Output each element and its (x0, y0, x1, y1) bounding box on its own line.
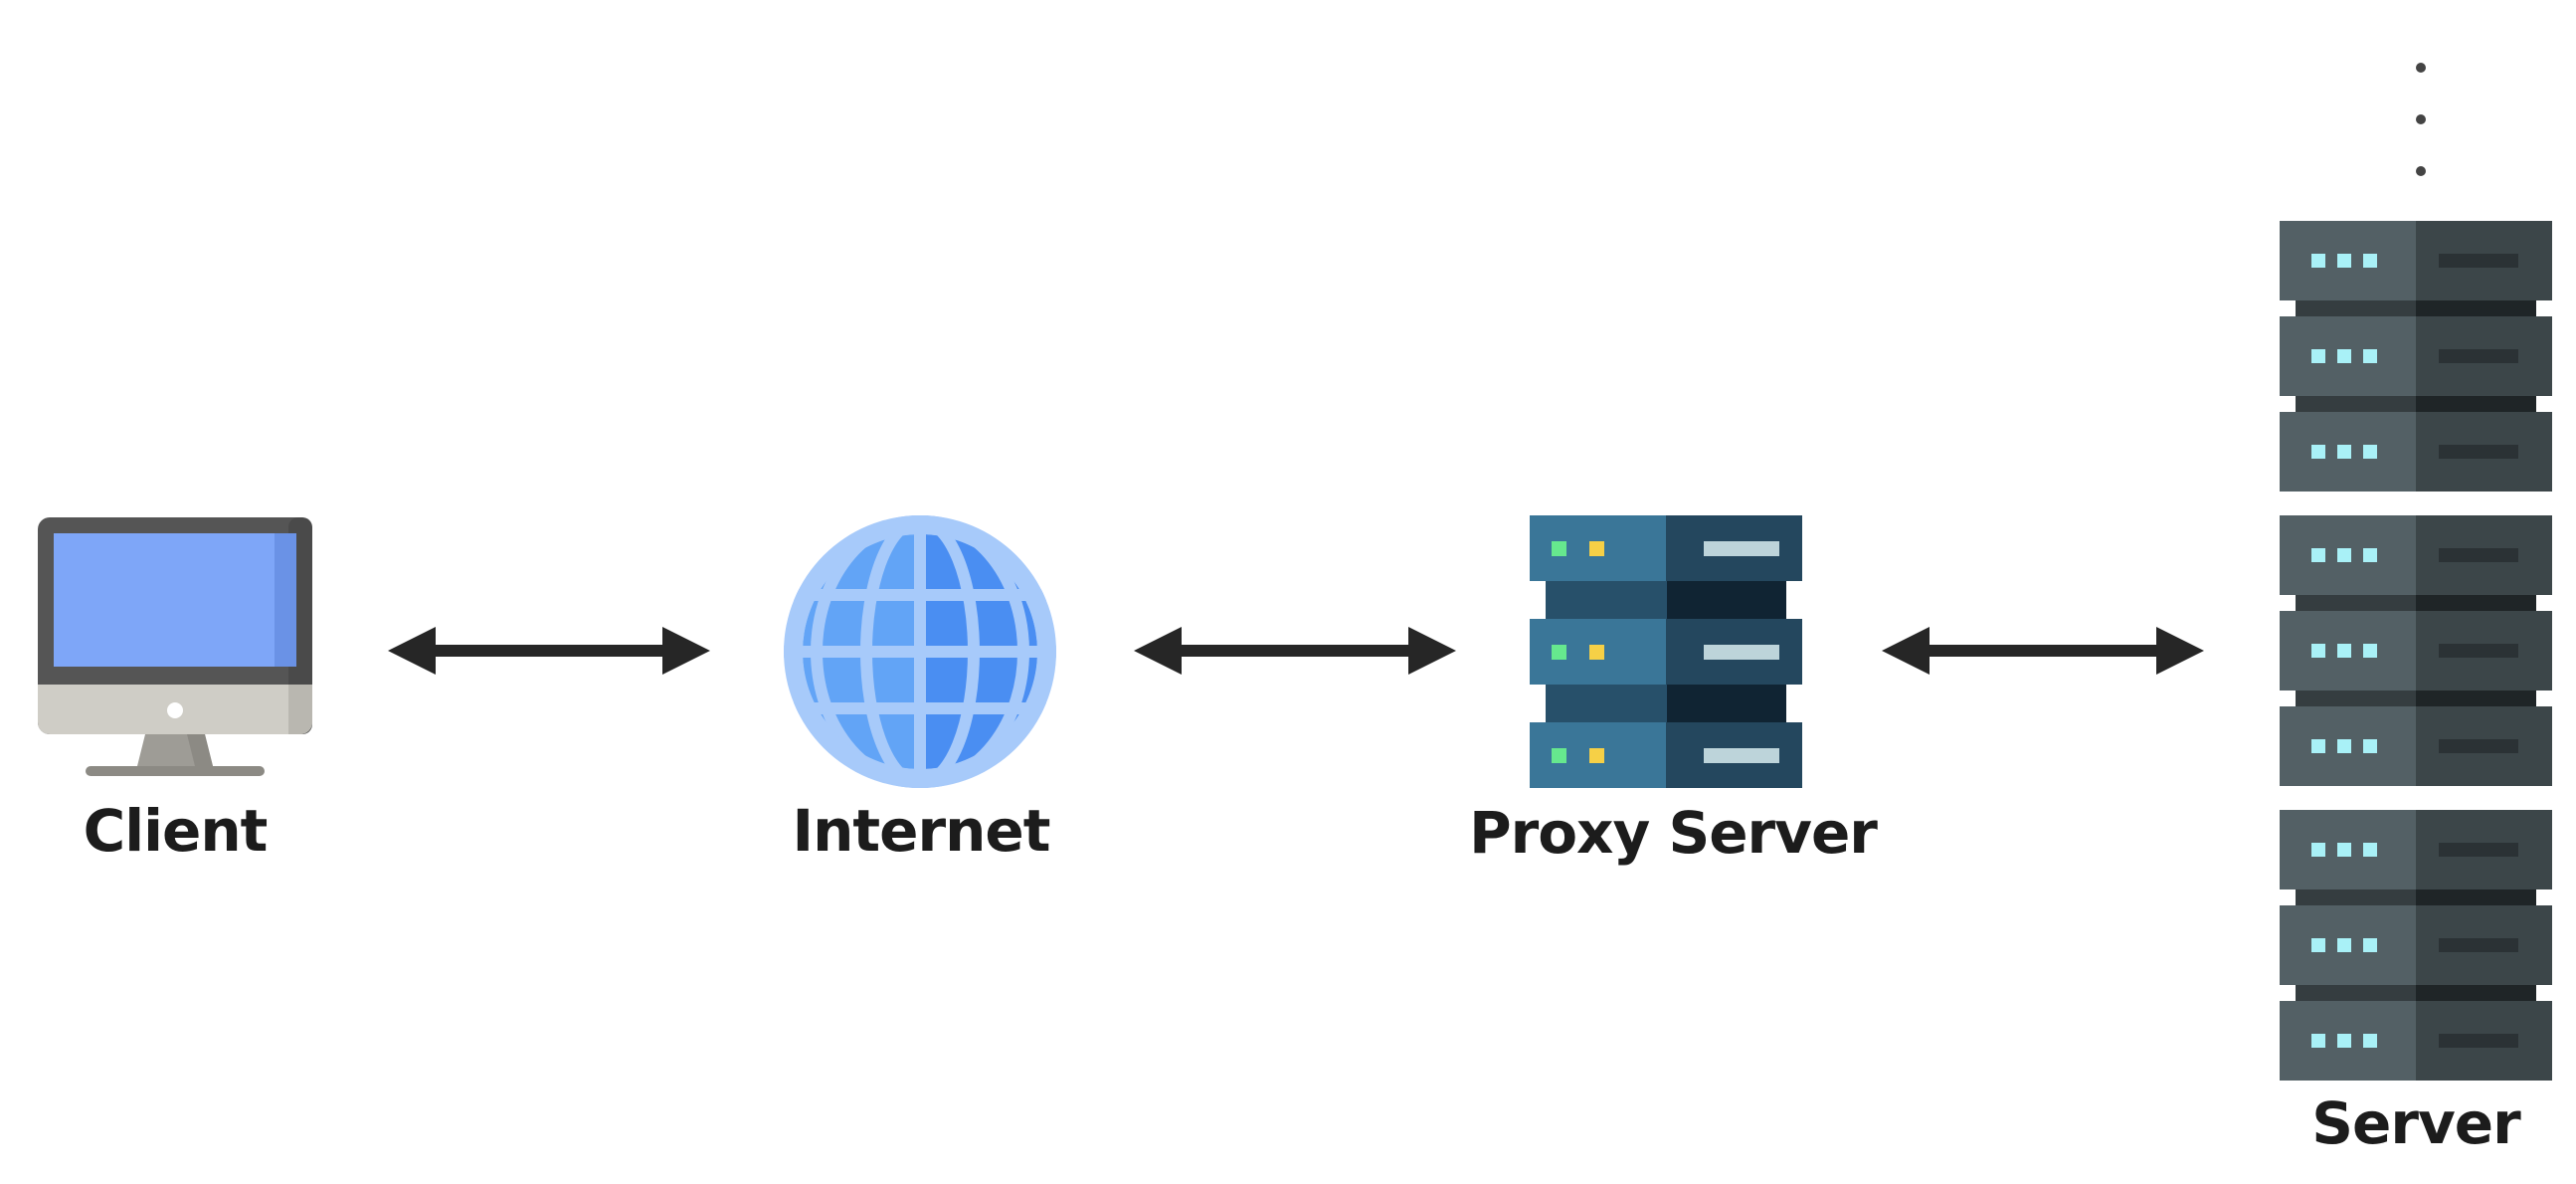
arrow-internet-proxy (1134, 623, 1456, 679)
server-node (2280, 221, 2552, 1086)
client-label: Client (83, 797, 269, 865)
client-node (38, 517, 312, 786)
desktop-monitor-icon (38, 517, 312, 776)
internet-node (784, 515, 1056, 788)
server-rack-1 (2280, 221, 2552, 492)
bidirectional-arrow-icon (388, 627, 710, 675)
server-rack-3 (2280, 810, 2552, 1081)
bidirectional-arrow-icon (1134, 627, 1456, 675)
globe-icon (784, 515, 1056, 788)
server-rack-2 (2280, 515, 2552, 786)
proxy-server-label: Proxy Server (1469, 799, 1878, 867)
server-rack-icon (1530, 515, 1802, 788)
bidirectional-arrow-icon (1882, 627, 2204, 675)
arrow-client-internet (388, 623, 710, 679)
arrow-proxy-server (1882, 623, 2204, 679)
ellipsis-marker (2407, 56, 2435, 185)
vertical-ellipsis-icon (2416, 63, 2426, 176)
server-rack-stack-icon (2280, 221, 2552, 1081)
server-label: Server (2311, 1089, 2520, 1157)
internet-label: Internet (792, 797, 1051, 865)
proxy-server-node (1530, 515, 1802, 788)
